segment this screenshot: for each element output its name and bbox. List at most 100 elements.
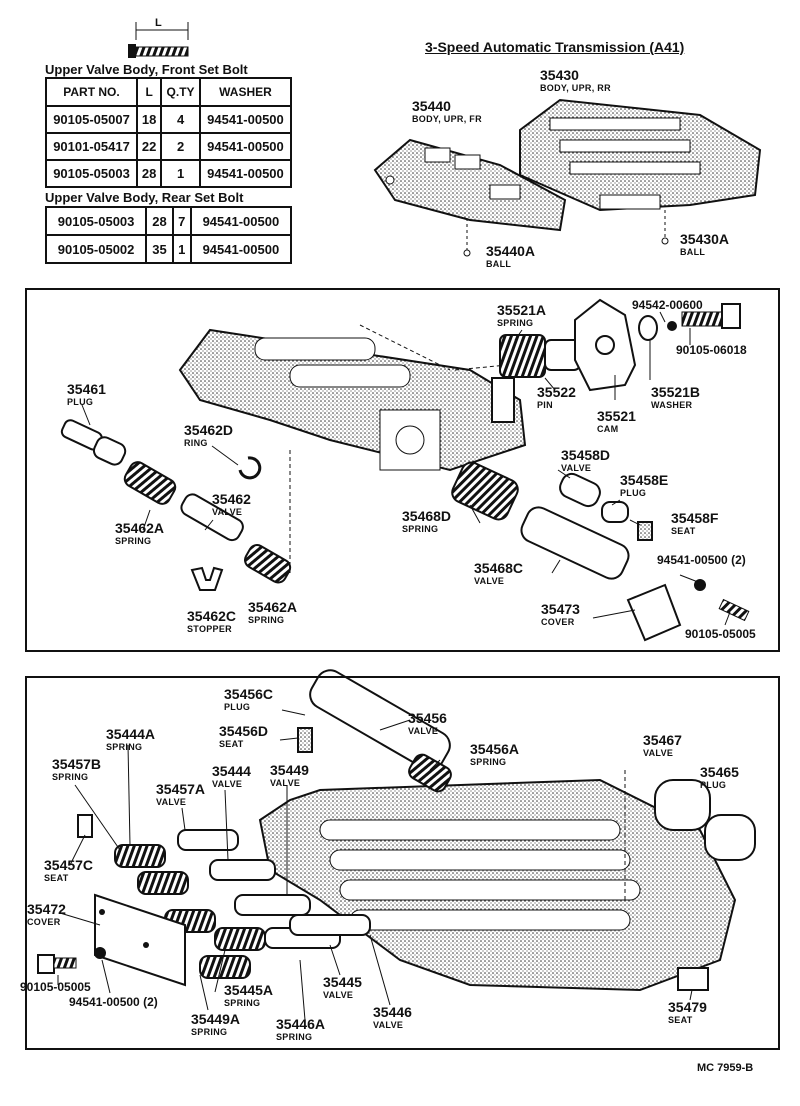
part-number-label: 35462D [184,422,234,438]
plug-35461-drawing [60,419,127,466]
part-number-label: 35461 [67,381,106,397]
part-number-label: 35456C [224,686,274,702]
part-number-label: 35521B [651,384,701,400]
part-number-label: 35445A [224,982,274,998]
part-number-label: 35449A [191,1011,241,1027]
part-name-label: PLUG [700,780,727,790]
part-number-label: 35457C [44,857,94,873]
part-name-label: COVER [27,917,61,927]
bolt-dimension-icon [128,22,189,58]
cell-qty: 2 [160,132,201,161]
part-number-label: 90105-05005 [685,627,756,641]
part-number-label: 94542-00600 [632,298,703,312]
part-name-label: SPRING [402,524,439,534]
lower-valve-body-drawing [258,778,737,992]
part-name-label: SPRING [276,1032,313,1042]
part-number-label: 35440A [486,243,536,259]
part-name-label: SEAT [671,526,696,536]
part-number-label: 35521 [597,408,636,424]
part-name-label: SPRING [191,1027,228,1037]
cell-part-no: 90105-05002 [44,234,148,264]
part-name-label: VALVE [156,797,187,807]
rear-bolt-table: 90105-05003 28 7 94541-00500 90105-05002… [44,206,293,264]
upper-valve-body-front-drawing [373,138,567,232]
cell-washer: 94541-00500 [189,234,293,264]
part-number-label: 35462 [212,491,251,507]
cell-qty: 1 [171,234,192,264]
page-title: 3-Speed Automatic Transmission (A41) [425,39,685,55]
front-bolt-table: PART NO. L Q.TY WASHER 90105-05007 18 4 … [44,77,293,188]
dimension-label: L [155,17,162,29]
part-number-label: 35456D [219,723,269,739]
part-number-label: 35445 [323,974,362,990]
part-name-label: SPRING [497,318,534,328]
part-name-label: VALVE [474,576,505,586]
part-name-label: COVER [541,617,575,627]
cell-part-no: 90101-05417 [44,132,139,161]
table-row: 90105-05003 28 1 94541-00500 [44,159,293,188]
part-name-label: CAM [597,424,619,434]
cell-washer: 94541-00500 [198,105,293,134]
table-row: 90105-05002 35 1 94541-00500 [44,234,293,264]
part-name-label: SPRING [470,757,507,767]
table-row: 90105-05007 18 4 94541-00500 [44,105,293,134]
col-header-washer: WASHER [198,77,293,107]
part-name-label: PLUG [67,397,94,407]
col-header-part-no: PART NO. [44,77,139,107]
part-name-label: RING [184,438,208,448]
part-number-label: 35449 [270,762,309,778]
part-number-label: 35444A [106,726,156,742]
part-number-label: 35446A [276,1016,326,1032]
part-number-label: 35446 [373,1004,412,1020]
part-number-label: 35468D [402,508,452,524]
cell-qty: 7 [171,206,192,236]
front-table-title: Upper Valve Body, Front Set Bolt [45,62,248,77]
cell-l: 22 [136,132,163,161]
cell-l: 35 [145,234,174,264]
cell-part-no: 90105-05007 [44,105,139,134]
cell-l: 18 [136,105,163,134]
lower-section-frame [25,676,780,1050]
part-name-label: BALL [486,259,512,269]
part-name-label: BODY, UPR, FR [412,114,482,124]
part-number-label: 35468C [474,560,524,576]
part-number-label: 35479 [668,999,707,1015]
part-number-label: 35472 [27,901,66,917]
part-name-label: BODY, UPR, RR [540,83,611,93]
drawing-code: MC 7959-B [697,1062,754,1074]
part-number-label: 35467 [643,732,682,748]
part-name-label: VALVE [561,463,592,473]
middle-section-frame [25,288,780,652]
part-number-label: 35457A [156,781,206,797]
part-name-label: WASHER [651,400,693,410]
rear-table-title: Upper Valve Body, Rear Set Bolt [45,190,244,205]
cell-washer: 94541-00500 [198,159,293,188]
part-name-label: SPRING [224,998,261,1008]
part-number-label: 35457B [52,756,102,772]
cell-part-no: 90105-05003 [44,159,139,188]
col-header-l: L [136,77,163,107]
part-number-label: 35521A [497,302,547,318]
part-name-label: VALVE [212,507,243,517]
part-number-label: 35456A [470,741,520,757]
part-number-label: 35465 [700,764,739,780]
part-name-label: VALVE [408,726,439,736]
part-number-label: 35458E [620,472,669,488]
middle-valve-body-drawing [178,328,527,472]
col-header-qty: Q.TY [160,77,201,107]
upper-valve-body-rear-drawing [519,98,762,212]
part-number-label: 90105-05005 [20,980,91,994]
part-number-label: 35458D [561,447,611,463]
part-number-label: 35440 [412,98,451,114]
part-number-label: 94541-00500 (2) [657,553,746,567]
part-number-label: 94541-00500 (2) [69,995,158,1009]
part-number-label: 35522 [537,384,576,400]
part-name-label: VALVE [373,1020,404,1030]
part-number-label: 35462C [187,608,237,624]
part-number-label: 35462A [115,520,165,536]
part-name-label: PIN [537,400,553,410]
part-number-label: 35444 [212,763,251,779]
cell-washer: 94541-00500 [189,206,293,236]
part-number-label: 90105-06018 [676,343,747,357]
table-row: 90105-05003 28 7 94541-00500 [44,206,293,236]
